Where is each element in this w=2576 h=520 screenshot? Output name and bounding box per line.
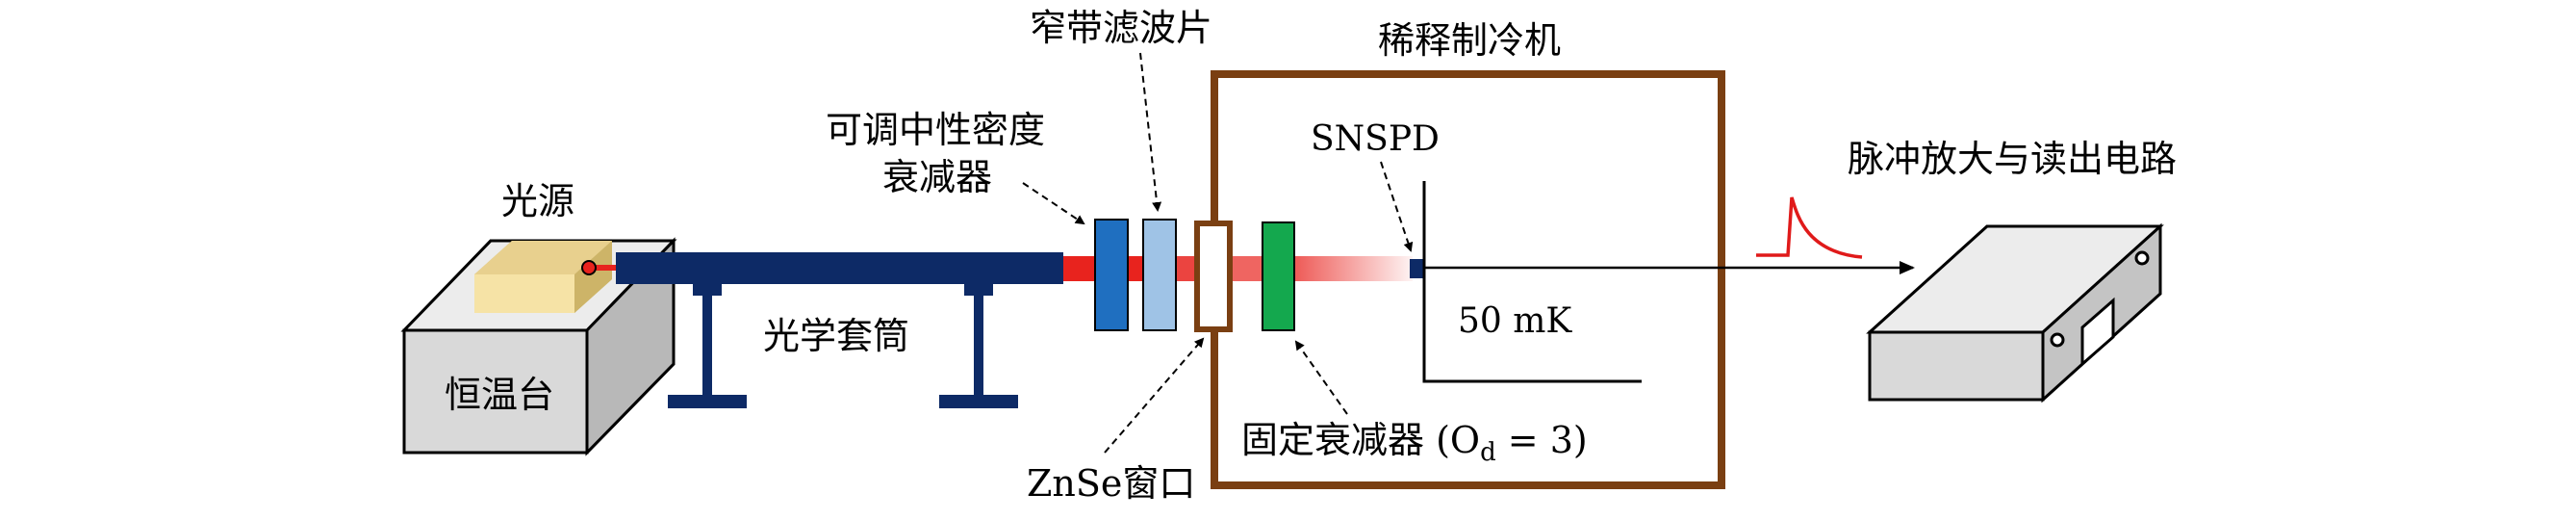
variable-attenuator [1094, 219, 1129, 331]
thermostat-label: 恒温台 [445, 374, 554, 416]
narrowband-filter-pointer [1139, 52, 1162, 212]
fixed-attenuator-label-sub: d [1480, 438, 1496, 467]
readout-label: 脉冲放大与读出电路 [1848, 138, 2177, 180]
pulse-waveform [1756, 196, 1863, 259]
fridge-label: 稀释制冷机 [1378, 19, 1561, 62]
lens-tube-label: 光学套筒 [763, 315, 909, 357]
laser-beam-fading [1294, 256, 1413, 281]
window-label: ZnSe窗口 [1027, 462, 1195, 505]
variable-attenuator-label-line2: 衰减器 [882, 156, 992, 198]
light-source-block [474, 241, 612, 313]
znse-window [1194, 221, 1233, 332]
lens-tube [616, 252, 1063, 408]
fixed-attenuator-label-tail: = 3) [1496, 419, 1588, 461]
laser-beam-short [587, 265, 616, 271]
variable-attenuator-label-line1: 可调中性密度 [826, 109, 1045, 151]
fixed-attenuator [1262, 221, 1295, 331]
fixed-attenuator-label: 固定衰减器 (Od = 3) [1241, 419, 1588, 467]
snspd-label: SNSPD [1311, 119, 1440, 159]
thermostat-box [400, 237, 677, 456]
fixed-attenuator-pointer [1294, 340, 1348, 415]
narrowband-filter [1142, 219, 1177, 331]
cold-plate [1422, 181, 1642, 383]
laser-emitter [581, 260, 597, 275]
laser-beam-4 [1232, 256, 1262, 281]
fixed-attenuator-label-main: 固定衰减器 (O [1241, 419, 1480, 461]
temperature-label: 50 mK [1458, 301, 1572, 341]
laser-beam-3 [1176, 256, 1197, 281]
narrowband-filter-label: 窄带滤波片 [1030, 7, 1212, 49]
readout-box [1866, 222, 2164, 403]
variable-attenuator-pointer [1022, 182, 1085, 225]
window-pointer [1104, 337, 1205, 454]
snspd-chip [1410, 259, 1423, 278]
light-source-label: 光源 [501, 180, 574, 222]
snspd-pointer [1380, 161, 1414, 252]
